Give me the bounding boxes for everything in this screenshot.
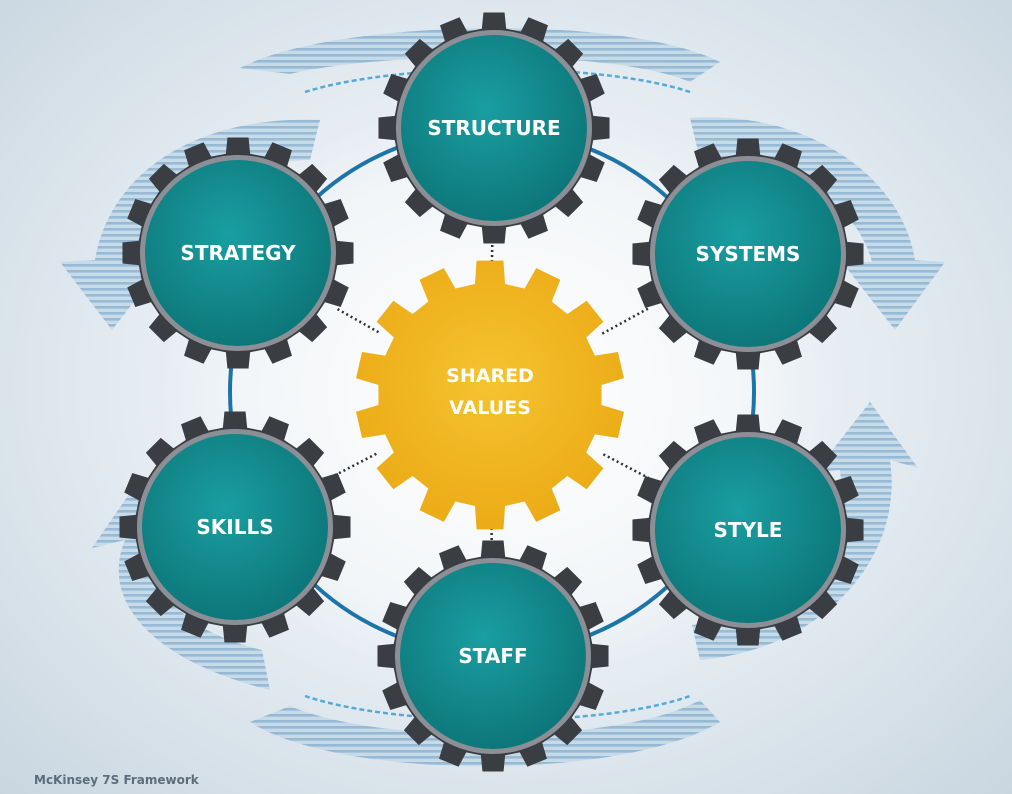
skills-label: SKILLS	[196, 515, 273, 539]
structure-label: STRUCTURE	[427, 116, 560, 140]
systems-gear-face	[655, 161, 841, 347]
style-label: STYLE	[714, 518, 783, 542]
strategy-gear: STRATEGY	[122, 137, 354, 369]
framework-caption: McKinsey 7S Framework	[34, 773, 199, 787]
systems-gear: SYSTEMS	[632, 138, 864, 370]
strategy-label: STRATEGY	[180, 241, 296, 265]
skills-gear: SKILLS	[119, 411, 351, 643]
staff-gear: STAFF	[377, 540, 609, 772]
staff-label: STAFF	[458, 644, 527, 668]
swirl-arrow-bottom	[250, 700, 720, 767]
shared-values-label-line2: VALUES	[449, 397, 531, 419]
strategy-gear-face	[145, 160, 331, 346]
shared-values-gear-shape	[356, 260, 624, 530]
skills-gear-face	[142, 434, 328, 620]
structure-gear: STRUCTURE	[378, 12, 610, 244]
dotted-spoke	[334, 306, 380, 334]
swirl-arrow-upper-left	[60, 119, 320, 330]
shared-values-gear: SHARED VALUES	[356, 260, 624, 530]
swirl-arrow-upper-right	[690, 117, 945, 330]
dotted-spokes	[333, 239, 651, 545]
structure-gear-face	[401, 35, 587, 221]
dotted-spoke	[602, 453, 650, 480]
staff-gear-face	[400, 563, 586, 749]
systems-label: SYSTEMS	[696, 242, 801, 266]
dotted-spoke	[601, 306, 651, 335]
style-gear-face	[655, 437, 841, 623]
shared-values-label-line1: SHARED	[446, 365, 534, 387]
swirl-arrow-lower-right	[692, 402, 918, 660]
style-gear: STYLE	[632, 414, 864, 646]
